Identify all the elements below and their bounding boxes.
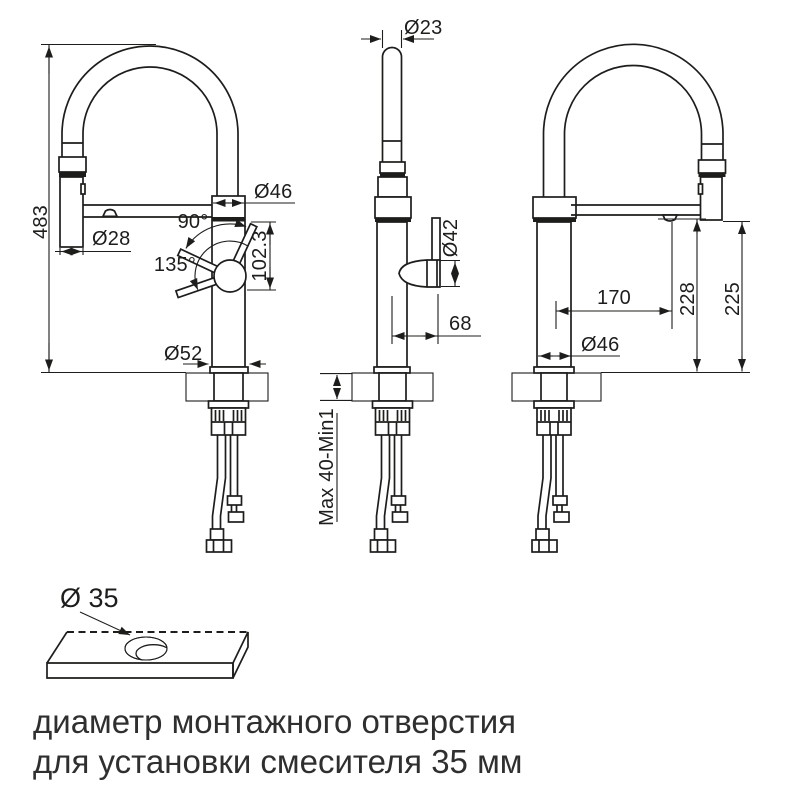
spray-head-front [59, 176, 84, 248]
dim-spout-diameter: Ø23 [361, 17, 442, 48]
dim-label-o46-front: Ø46 [254, 181, 292, 203]
front-view: 483 Ø46 Ø28 90° 135° 102.3 [30, 43, 295, 553]
handle-knob-side [398, 259, 441, 288]
hole-diameter-label: Ø 35 [60, 583, 119, 613]
dim-deck-thickness: Max 40-Min1 [316, 373, 352, 526]
handle-pivot [213, 259, 247, 293]
dim-handle-length: 68 [391, 294, 481, 344]
side-counter-section [351, 372, 434, 402]
slab-front-face [46, 662, 234, 679]
dim-label-170: 170 [597, 287, 631, 309]
dim-spray-diameter: Ø28 [55, 228, 131, 256]
dim-label-90deg: 90° [178, 211, 209, 233]
dim-label-max40-min1: Max 40-Min1 [316, 408, 338, 526]
dim-body-diameter-front: Ø46 [213, 181, 295, 207]
dim-label-228: 228 [677, 282, 699, 316]
caption-line-1: диаметр монтажного отверстия [33, 703, 516, 740]
dim-outlet-height: 228 [658, 218, 706, 372]
front-faucet-outline [58, 45, 258, 374]
dim-height-483: 483 [30, 43, 186, 374]
aerator-outlet-back [661, 214, 679, 222]
back-under-counter-parts [531, 400, 575, 553]
dim-label-225: 225 [722, 282, 744, 316]
dim-label-102-3: 102.3 [249, 230, 271, 281]
dim-handle-height: 102.3 [247, 221, 276, 291]
back-counter-section [511, 372, 602, 402]
side-under-counter-parts [369, 400, 414, 553]
caption-line-2: для установки смесителя 35 мм [33, 743, 522, 780]
dim-label-o46-back: Ø46 [581, 334, 619, 356]
dim-label-o52: Ø52 [164, 343, 202, 365]
dim-label-o23: Ø23 [404, 17, 442, 39]
mounting-hole-figure: Ø 35 [46, 583, 249, 679]
swivel-arc-90 [185, 219, 247, 249]
front-under-counter-parts [205, 400, 250, 553]
back-faucet-outline [532, 43, 727, 374]
aerator-outlet [101, 208, 119, 218]
dim-label-o42: Ø42 [440, 219, 462, 257]
front-counter-section [185, 372, 269, 402]
swivel-arc-135 [189, 240, 249, 290]
dim-base-diameter: Ø52 [164, 343, 266, 368]
side-view: Ø23 Ø42 68 Max 40-Min1 [316, 17, 481, 553]
dim-label-o28: Ø28 [92, 228, 130, 250]
dim-spout-reach: 170 [555, 222, 673, 329]
side-faucet-outline [373, 46, 441, 374]
spray-head-back [699, 176, 723, 221]
dim-label-135deg: 135° [154, 254, 196, 276]
handle-lever-side [431, 217, 441, 262]
hole-leader-line [79, 611, 131, 636]
back-view: 170 228 225 Ø46 [511, 43, 750, 553]
dim-knob-diameter: Ø42 [440, 219, 462, 288]
slab-side-face [232, 631, 249, 679]
dim-label-483: 483 [30, 205, 52, 239]
dim-label-68: 68 [449, 313, 472, 335]
dim-body-diameter-back: Ø46 [538, 334, 620, 360]
dim-spray-height: 225 [601, 220, 750, 374]
